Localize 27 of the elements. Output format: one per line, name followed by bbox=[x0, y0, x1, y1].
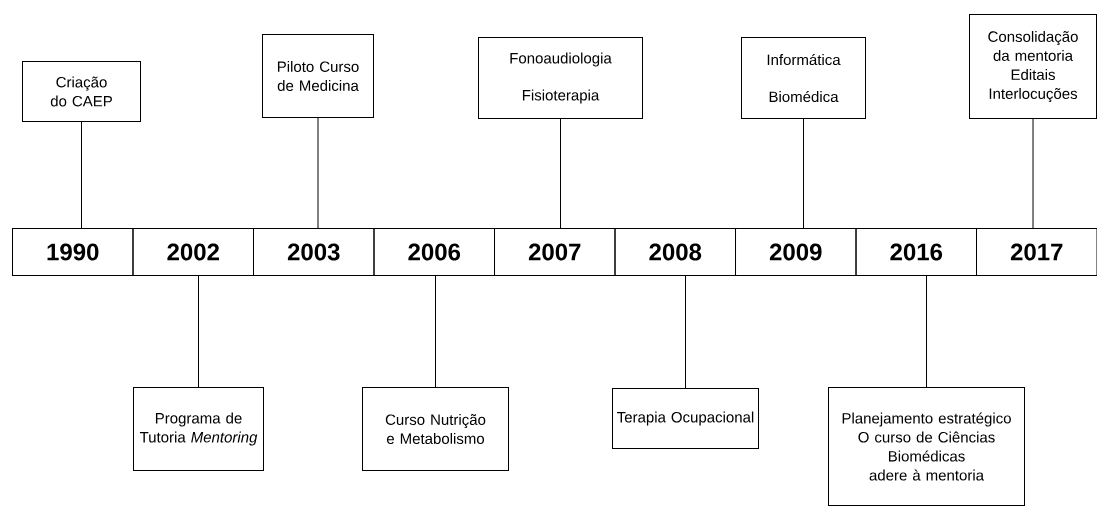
year-cell: 2006 bbox=[373, 228, 495, 276]
event-box: Programa de Tutoria Mentoring bbox=[133, 387, 264, 471]
connector-line bbox=[685, 275, 686, 389]
event-box: Terapia Ocupacional bbox=[612, 388, 759, 449]
year-cell: 2002 bbox=[132, 228, 254, 276]
event-box: Curso Nutrição e Metabolismo bbox=[362, 387, 509, 471]
connector-line bbox=[198, 275, 199, 388]
connector-line bbox=[81, 121, 82, 229]
connector-line bbox=[926, 275, 927, 388]
year-cell: 2017 bbox=[976, 228, 1097, 276]
year-cell: 2003 bbox=[253, 228, 375, 276]
event-box: Informática Biomédica bbox=[741, 37, 866, 119]
event-box: Criação do CAEP bbox=[22, 61, 141, 122]
year-cell: 2016 bbox=[855, 228, 977, 276]
connector-line bbox=[560, 118, 561, 229]
event-box: Piloto Curso de Medicina bbox=[262, 34, 374, 118]
year-cell: 2008 bbox=[614, 228, 736, 276]
connector-line bbox=[803, 118, 804, 229]
event-box: Planejamento estratégico O curso de Ciências Biomédicas adere à mentoria bbox=[828, 387, 1025, 506]
connector-line bbox=[317, 117, 319, 229]
year-cell: 1990 bbox=[12, 228, 134, 276]
connector-line bbox=[1032, 118, 1034, 229]
year-cell: 2007 bbox=[494, 228, 616, 276]
event-box: Consolidação da mentoria Editais Interlocuções bbox=[969, 14, 1097, 119]
connector-line bbox=[435, 275, 436, 388]
year-cell: 2009 bbox=[735, 228, 857, 276]
event-box: Fonoaudiologia Fisioterapia bbox=[478, 37, 643, 119]
